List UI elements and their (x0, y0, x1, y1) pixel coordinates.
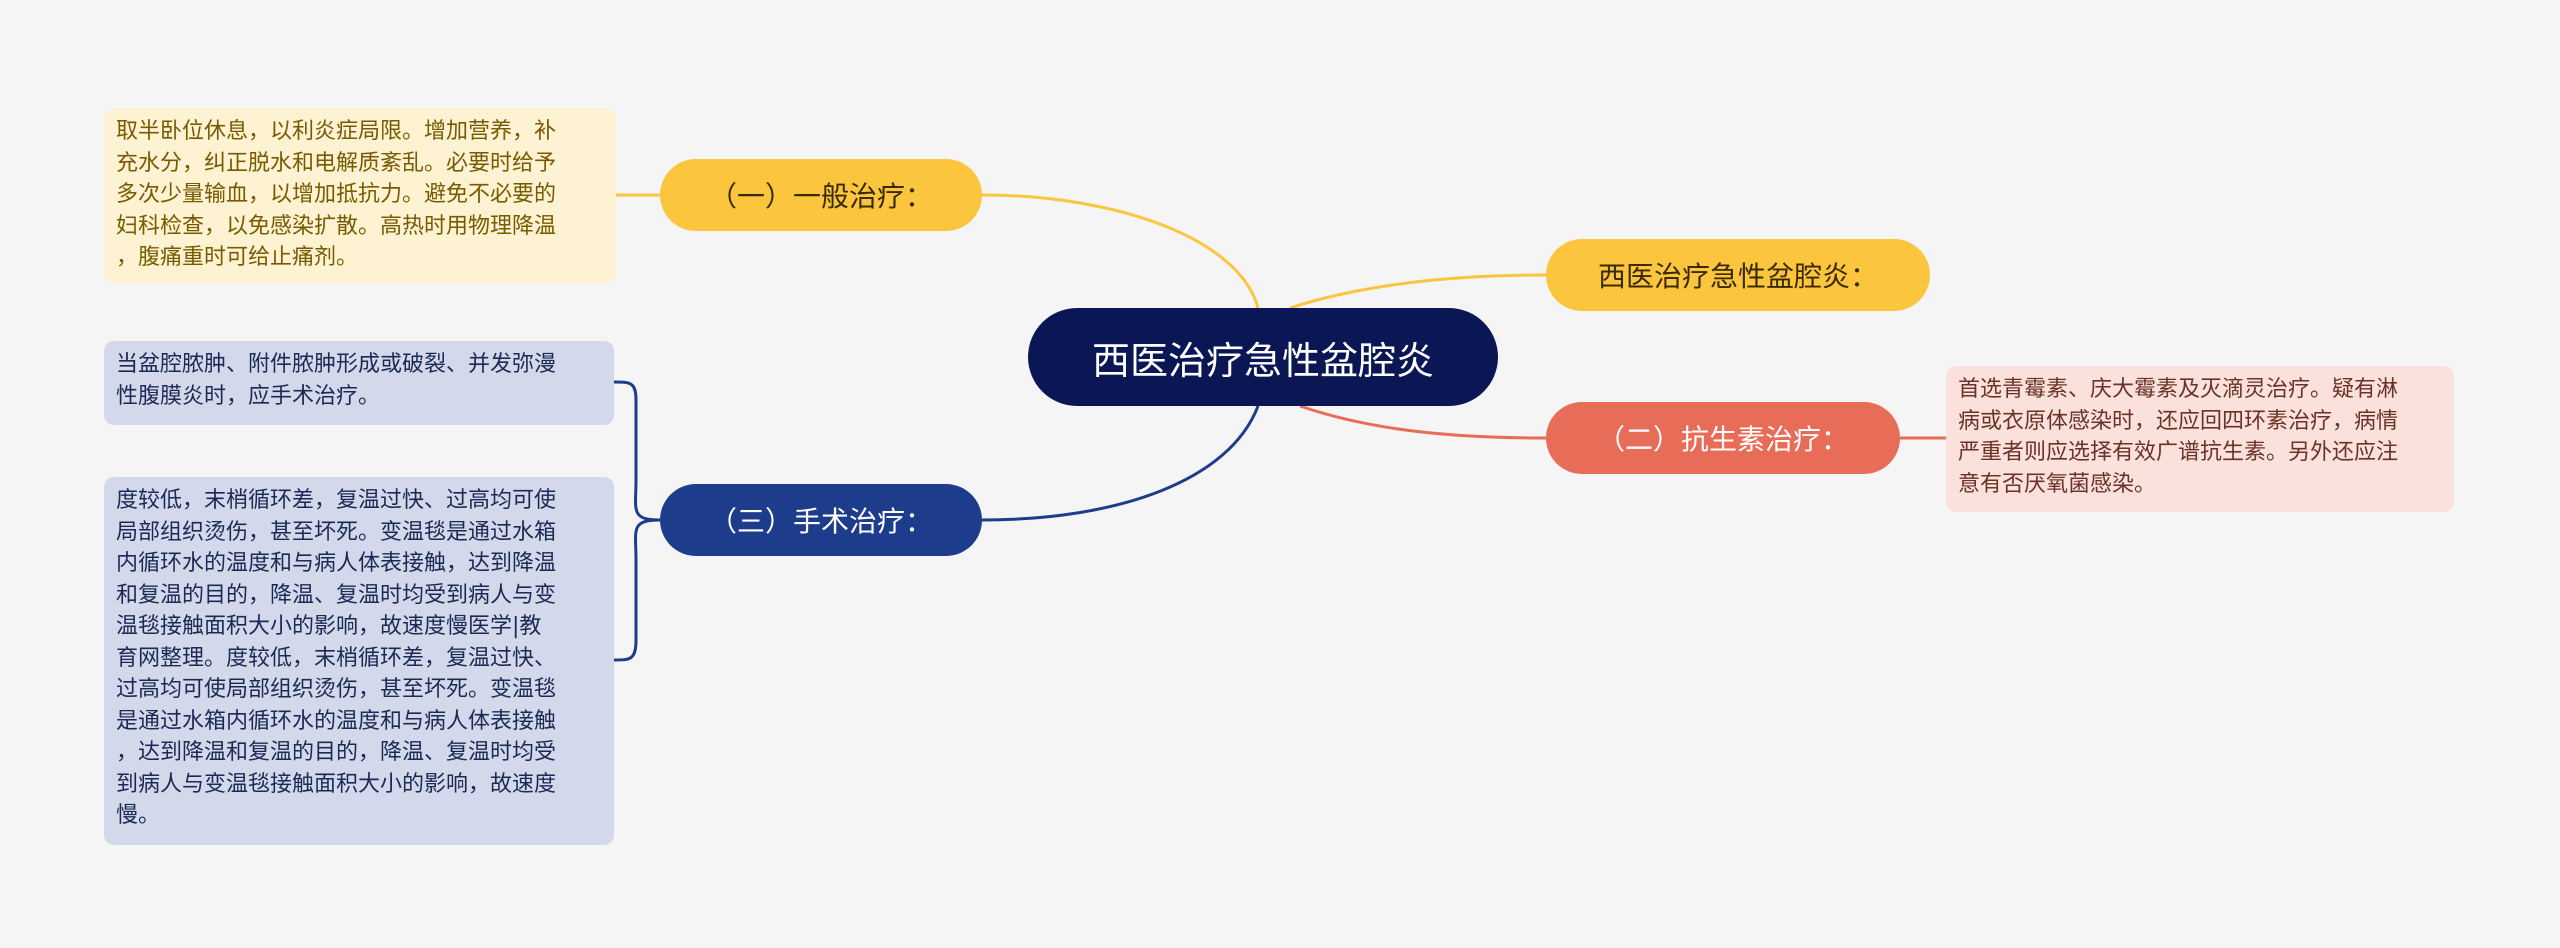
leaf-surgery-detail-text[interactable]: 度较低，末梢循环差，复温过快、过高均可使 局部组织烫伤，甚至坏死。变温毯是通过水… (104, 477, 614, 845)
branch-title-topic[interactable]: 西医治疗急性盆腔炎： (1546, 239, 1930, 311)
central-topic[interactable]: 西医治疗急性盆腔炎 (1028, 308, 1498, 406)
link-surgery-bracket (613, 380, 661, 522)
link-center-title (1289, 273, 1547, 310)
link-center-antibiotic (1299, 404, 1547, 440)
link-surgery-bracket-lower (613, 518, 661, 662)
leaf-antibiotic-text[interactable]: 首选青霉素、庆大霉素及灭滴灵治疗。疑有淋 病或衣原体感染时，还应回四环素治疗，病… (1946, 366, 2454, 512)
leaf-general-treatment-text[interactable]: 取半卧位休息，以利炎症局限。增加营养，补 充水分，纠正脱水和电解质紊乱。必要时给… (104, 108, 616, 283)
branch-antibiotic-treatment[interactable]: （二）抗生素治疗： (1546, 402, 1900, 474)
branch-surgical-treatment[interactable]: （三）手术治疗： (660, 484, 982, 556)
branch-general-treatment[interactable]: （一）一般治疗： (660, 159, 982, 231)
leaf-surgery-indication-text[interactable]: 当盆腔脓肿、附件脓肿形成或破裂、并发弥漫 性腹膜炎时，应手术治疗。 (104, 341, 614, 425)
link-center-surgery (981, 405, 1260, 522)
link-center-general (981, 193, 1260, 309)
